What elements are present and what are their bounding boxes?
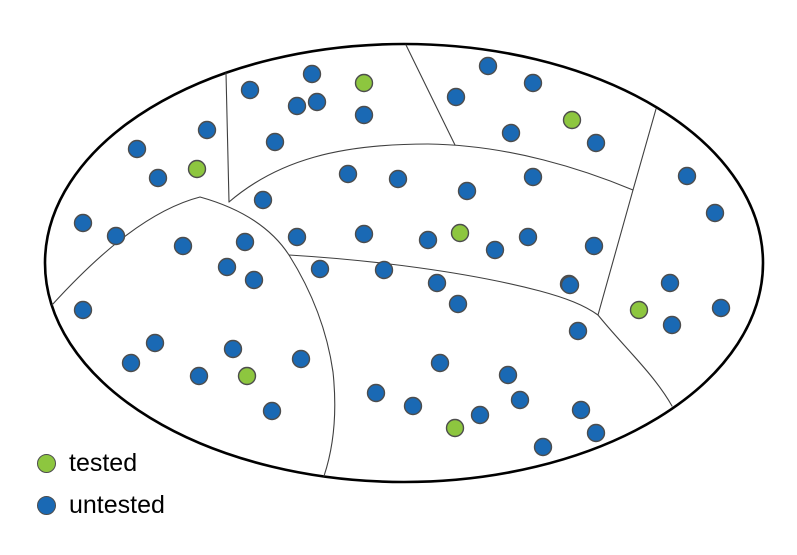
dot-untested [366, 383, 386, 403]
dots-group [73, 56, 731, 457]
dot-untested [253, 190, 273, 210]
dot-untested [307, 92, 327, 112]
dot-tested [629, 300, 649, 320]
dot-untested [189, 366, 209, 386]
dot-untested [354, 105, 374, 125]
boundary-ellipse [43, 42, 765, 484]
dot-untested [240, 80, 260, 100]
dot-untested [518, 227, 538, 247]
divider-lens-arc [51, 196, 336, 477]
legend-item-untested: untested [37, 492, 165, 518]
dot-untested [571, 400, 591, 420]
dot-untested [173, 236, 193, 256]
dot-untested [430, 353, 450, 373]
dot-untested [262, 401, 282, 421]
dot-untested [291, 349, 311, 369]
dot-untested [705, 203, 725, 223]
dot-untested [244, 270, 264, 290]
tested-swatch [37, 453, 56, 473]
dot-untested [265, 132, 285, 152]
dot-untested [533, 437, 553, 457]
dot-untested [523, 73, 543, 93]
dot-untested [388, 169, 408, 189]
dot-untested [660, 273, 680, 293]
dot-untested [586, 133, 606, 153]
dot-untested [427, 273, 447, 293]
tested-label: tested [69, 449, 138, 477]
dot-untested [448, 294, 468, 314]
dot-untested [501, 123, 521, 143]
dot-untested [121, 353, 141, 373]
dot-untested [677, 166, 697, 186]
divider-right-polyline [597, 108, 657, 316]
dot-untested [403, 396, 423, 416]
dot-untested [446, 87, 466, 107]
dot-untested [418, 230, 438, 250]
dot-untested [470, 405, 490, 425]
dot-tested [562, 110, 582, 130]
divider-upper-arc [228, 143, 634, 203]
divider-topleft-vertical [225, 72, 230, 203]
dot-untested [310, 259, 330, 279]
dot-untested [235, 232, 255, 252]
dot-tested [187, 159, 207, 179]
dot-untested [560, 275, 580, 295]
dot-tested [354, 73, 374, 93]
dot-untested [478, 56, 498, 76]
legend-item-tested: tested [37, 450, 165, 476]
divider-lower-arc [288, 254, 673, 407]
dot-untested [586, 423, 606, 443]
dot-untested [457, 181, 477, 201]
dot-untested [302, 64, 322, 84]
dot-untested [485, 240, 505, 260]
dot-tested [445, 418, 465, 438]
dot-untested [510, 390, 530, 410]
dot-tested [450, 223, 470, 243]
dot-untested [148, 168, 168, 188]
dot-untested [568, 321, 588, 341]
dot-untested [374, 260, 394, 280]
legend: tested untested [37, 450, 165, 534]
dot-untested [662, 315, 682, 335]
divider-top-slant [405, 44, 456, 146]
dot-untested [73, 213, 93, 233]
untested-swatch [37, 495, 56, 515]
dot-untested [217, 257, 237, 277]
dot-untested [498, 365, 518, 385]
boundary-group [43, 42, 765, 484]
dot-untested [106, 226, 126, 246]
dot-untested [197, 120, 217, 140]
dot-untested [338, 164, 358, 184]
dot-untested [73, 300, 93, 320]
dot-untested [223, 339, 243, 359]
untested-label: untested [69, 491, 165, 519]
dot-untested [354, 224, 374, 244]
dot-untested [523, 167, 543, 187]
dot-tested [237, 366, 257, 386]
dot-untested [584, 236, 604, 256]
dot-untested [145, 333, 165, 353]
dot-untested [711, 298, 731, 318]
dot-untested [287, 227, 307, 247]
dot-untested [287, 96, 307, 116]
dot-untested [127, 139, 147, 159]
